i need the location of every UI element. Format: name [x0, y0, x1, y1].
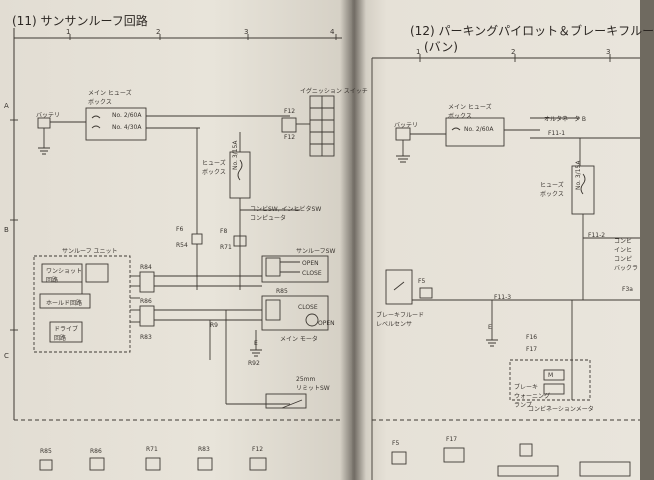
right-fuse-a-label: No. 2/60A — [464, 126, 494, 133]
bottom-conn-r85: R85 — [40, 448, 52, 455]
conn-r54: R54 — [176, 242, 188, 249]
conn-r84: R84 — [140, 264, 152, 271]
hold-circuit-label: ホールド回路 — [46, 300, 83, 307]
left-fuse-c-label: No. 3/15A — [232, 140, 239, 170]
bottom-conn-f12: F12 — [252, 446, 264, 453]
row-letter-c: C — [4, 352, 9, 360]
right-conn-m: M — [548, 372, 554, 379]
bottom-conn-r86: R86 — [90, 448, 102, 455]
right-conn-f3a: F3a — [622, 286, 633, 293]
right-conn-f5: F5 — [418, 278, 426, 285]
left-main-fuse-box-label: メイン ヒューズ ボックス — [88, 90, 132, 106]
right-node-1: F11-1 — [548, 130, 566, 137]
sw-open-label: OPEN — [302, 260, 319, 267]
brake-fluid-sensor-label: ブレーキフルード レベルセンサ — [376, 312, 425, 328]
right-fuse-box-label: ヒューズ ボックス — [540, 182, 564, 198]
right-col-number-1: 1 — [416, 48, 421, 56]
left-col-number-2: 2 — [156, 28, 161, 36]
left-battery-label: バッテリ — [36, 112, 61, 119]
conn-r83: R83 — [140, 334, 152, 341]
drive-circuit-label: ドライブ 回路 — [54, 326, 79, 342]
ground-e-label: E — [254, 340, 258, 347]
wiring-diagram-lines — [10, 28, 640, 480]
conn-f12: F12 — [284, 134, 296, 141]
sw-close-label: CLOSE — [302, 270, 322, 277]
left-fuse-box-label: ヒューズ ボックス — [202, 160, 226, 176]
right-ground-e: E — [488, 324, 492, 331]
motor-close-label: CLOSE — [298, 304, 318, 311]
conn-r71: R71 — [220, 244, 232, 251]
left-col-number-3: 3 — [244, 28, 249, 36]
combi-right-label: コンビ インヒ コンピ バックラ — [614, 238, 639, 272]
limit-sw-label: 25mm リミットSW — [296, 376, 330, 392]
right-conn-f17: F17 — [526, 346, 538, 353]
right-main-fuse-box-label: メイン ヒューズ ボックス — [448, 104, 492, 120]
conn-f6: F6 — [176, 226, 184, 233]
main-motor-label: メイン モータ — [280, 336, 318, 343]
right-page — [352, 0, 640, 480]
combination-meter-label: コンビネーションメータ — [528, 406, 594, 413]
combi-note-label: コンビSW, インヒビタSW コンピュータ — [250, 206, 322, 222]
sunroof-unit-label: サンルーフ ユニット — [62, 248, 118, 255]
conn-r92: R92 — [248, 360, 260, 367]
right-conn-f16: F16 — [526, 334, 538, 341]
row-letter-a: A — [4, 102, 9, 110]
right-col-number-3: 3 — [606, 48, 611, 56]
conn-f8: F8 — [220, 228, 228, 235]
left-col-number-1: 1 — [66, 28, 71, 36]
right-node-2: F11-2 — [588, 232, 606, 239]
ignition-switch-label: イグニッション スイッチ — [300, 88, 368, 95]
left-col-number-4: 4 — [330, 28, 335, 36]
left-section-title: (11) サンサンルーフ回路 — [12, 14, 148, 28]
right-battery-label: バッテリ — [394, 122, 419, 129]
right-bottom-conn-f5: F5 — [392, 440, 400, 447]
row-letter-b: B — [4, 226, 9, 234]
brake-warning-lamp-label: ブレーキ ウォーニング ランプ — [514, 384, 551, 409]
motor-open-label: OPEN — [318, 320, 335, 327]
right-section-title-2: (バン) — [424, 40, 458, 54]
sunroof-sw-label: サンルーフSW — [296, 248, 336, 255]
right-bottom-conn-f17: F17 — [446, 436, 458, 443]
bottom-conn-r71: R71 — [146, 446, 158, 453]
left-page — [0, 0, 352, 480]
conn-f12-top: F12 — [284, 108, 296, 115]
right-col-number-2: 2 — [511, 48, 516, 56]
left-fuse-b-label: No. 4/30A — [112, 124, 142, 131]
left-fuse-a-label: No. 2/60A — [112, 112, 142, 119]
right-node-3: F11-3 — [494, 294, 512, 301]
conn-r86: R86 — [140, 298, 152, 305]
conn-r85: R85 — [276, 288, 288, 295]
right-fuse-c-label: No. 3/15A — [575, 160, 582, 190]
alternator-label: オルタネータ B — [544, 116, 587, 123]
conn-r9: R9 — [210, 322, 218, 329]
right-section-title: (12) パーキングパイロット＆ブレーキフルー — [410, 24, 654, 38]
bottom-conn-r83: R83 — [198, 446, 210, 453]
one-shot-circuit-label: ワンショット 回路 — [46, 268, 83, 284]
book-gutter-shadow — [340, 0, 366, 480]
